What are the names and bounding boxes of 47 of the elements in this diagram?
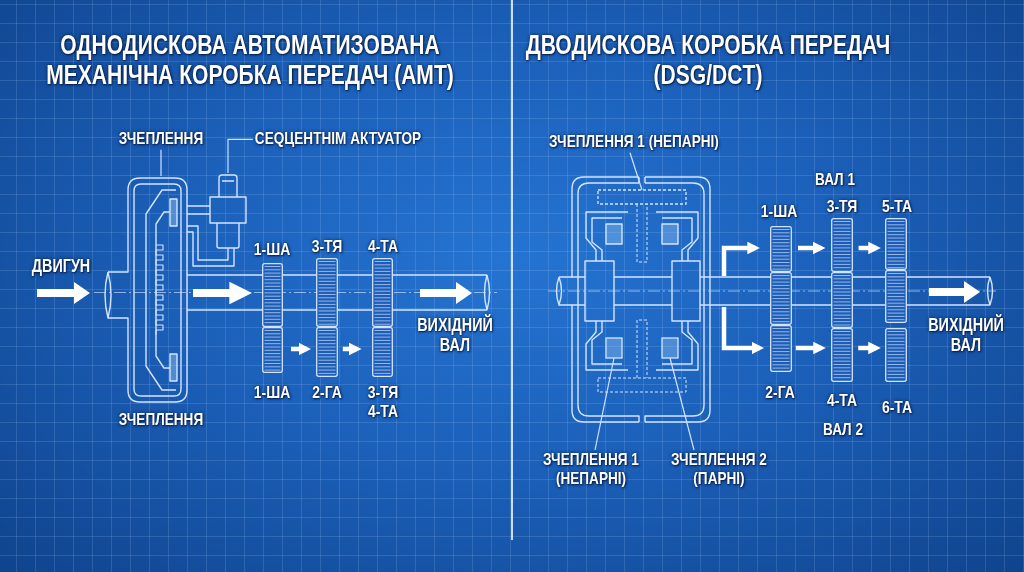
gear-label: 6-ТА xyxy=(881,399,913,418)
gear-label: 2-ГА xyxy=(312,384,342,403)
gear-label: 2-ГА xyxy=(765,384,795,403)
arrow xyxy=(342,342,362,356)
leader-line xyxy=(669,357,695,451)
arrow xyxy=(798,241,826,255)
gear-label: 1-ША xyxy=(253,241,291,260)
leader-line xyxy=(629,152,643,191)
leader-line xyxy=(160,149,162,177)
leader-line xyxy=(227,138,254,174)
part-label: СЕQЦЕНТНІМ АКТУАТОР xyxy=(254,130,422,149)
arrow xyxy=(193,281,252,305)
part-label: ЗЧЕПЛЕННЯ xyxy=(118,411,204,430)
part-label: ДВИГУН xyxy=(31,257,91,277)
part-label: ВАЛ 2 xyxy=(823,421,863,440)
arrow xyxy=(721,307,765,355)
actuator-drawing xyxy=(208,173,248,251)
part-label: ЗЧЕПЛЕННЯ xyxy=(118,130,204,149)
arrow xyxy=(291,342,312,356)
gear-label: 4-ТА xyxy=(826,392,858,411)
part-label: ВИХІДНИЙ ВАЛ xyxy=(927,316,1005,356)
part-label: ВАЛ 1 xyxy=(815,171,855,190)
arrow xyxy=(795,341,826,355)
heading: ОДНОДИСКОВА АВТОМАТИЗОВАНА МЕХАНІЧНА КОРОБКА ПЕРЕДАЧ (АМТ) xyxy=(45,31,455,91)
gear xyxy=(769,271,793,326)
clutch-plate xyxy=(661,337,679,359)
arrow xyxy=(858,241,881,255)
arrow xyxy=(721,241,760,276)
clutch-plate xyxy=(597,189,687,205)
gear xyxy=(884,269,908,324)
gear-label: 1-ША xyxy=(253,384,291,403)
arrow xyxy=(858,341,881,355)
gear-label: 3-ТЯ xyxy=(826,198,858,217)
clutch-plate xyxy=(605,337,623,359)
gear-label: 3-ТЯ xyxy=(311,238,343,257)
gear-label: 4-ТА xyxy=(367,238,399,257)
leader-line xyxy=(594,357,615,451)
gear-label: 5-ТА xyxy=(881,198,913,217)
heading: ДВОДИСКОВА КОРОБКА ПЕРЕДАЧ (DSG/DCT) xyxy=(524,31,892,91)
gear xyxy=(830,271,854,329)
part-label: ВИХІДНИЙ ВАЛ xyxy=(416,316,494,356)
part-label: ЗЧЕПЛЕННЯ 2 (ПАРНІ) xyxy=(668,451,770,489)
part-label: ЗЧЕПЛЕННЯ 1 (НЕПАРНІ) xyxy=(540,451,642,489)
shaft xyxy=(546,276,997,307)
part-label: ЗЧЕПЛЕННЯ 1 (НЕПАРНІ) xyxy=(549,133,719,152)
gear-label: 3-ТЯ 4-ТА xyxy=(366,384,400,422)
gear-label: 1-ША xyxy=(760,203,798,222)
